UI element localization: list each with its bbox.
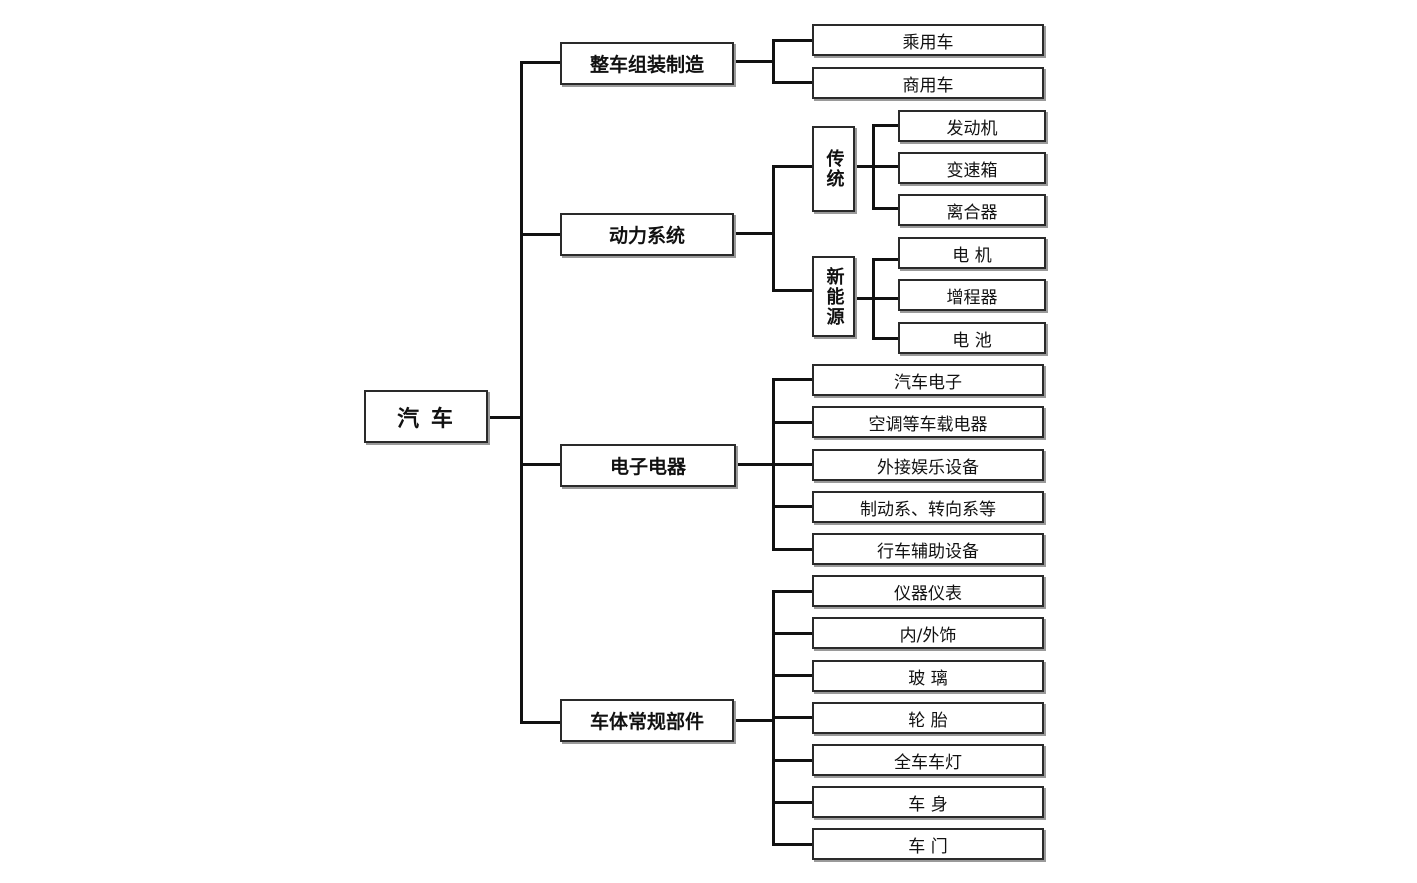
leaf-commercial-vehicle: 商用车 bbox=[812, 67, 1044, 99]
category-vehicle-assembly: 整车组装制造 bbox=[560, 42, 734, 85]
leaf-gearbox: 变速箱 bbox=[898, 152, 1046, 184]
group-new-energy: 新能源 bbox=[812, 256, 855, 337]
leaf-onboard-appliances: 空调等车载电器 bbox=[812, 406, 1044, 438]
category-body-parts: 车体常规部件 bbox=[560, 699, 734, 742]
category-electronics: 电子电器 bbox=[560, 444, 736, 487]
leaf-instruments: 仪器仪表 bbox=[812, 575, 1044, 607]
leaf-body: 车 身 bbox=[812, 786, 1044, 818]
leaf-trim: 内/外饰 bbox=[812, 617, 1044, 649]
leaf-range-extender: 增程器 bbox=[898, 279, 1046, 311]
leaf-motor: 电 机 bbox=[898, 237, 1046, 269]
leaf-tires: 轮 胎 bbox=[812, 702, 1044, 734]
leaf-engine: 发动机 bbox=[898, 110, 1046, 142]
leaf-lights: 全车车灯 bbox=[812, 744, 1044, 776]
leaf-battery: 电 池 bbox=[898, 322, 1046, 354]
group-traditional: 传统 bbox=[812, 126, 855, 212]
leaf-glass: 玻 璃 bbox=[812, 660, 1044, 692]
leaf-driving-assist: 行车辅助设备 bbox=[812, 533, 1044, 565]
leaf-auto-electronics: 汽车电子 bbox=[812, 364, 1044, 396]
leaf-entertainment-devices: 外接娱乐设备 bbox=[812, 449, 1044, 481]
leaf-passenger-car: 乘用车 bbox=[812, 24, 1044, 56]
root-node-automobile: 汽 车 bbox=[364, 390, 488, 443]
leaf-brake-steering: 制动系、转向系等 bbox=[812, 491, 1044, 523]
leaf-clutch: 离合器 bbox=[898, 194, 1046, 226]
category-powertrain: 动力系统 bbox=[560, 213, 734, 256]
leaf-doors: 车 门 bbox=[812, 828, 1044, 860]
